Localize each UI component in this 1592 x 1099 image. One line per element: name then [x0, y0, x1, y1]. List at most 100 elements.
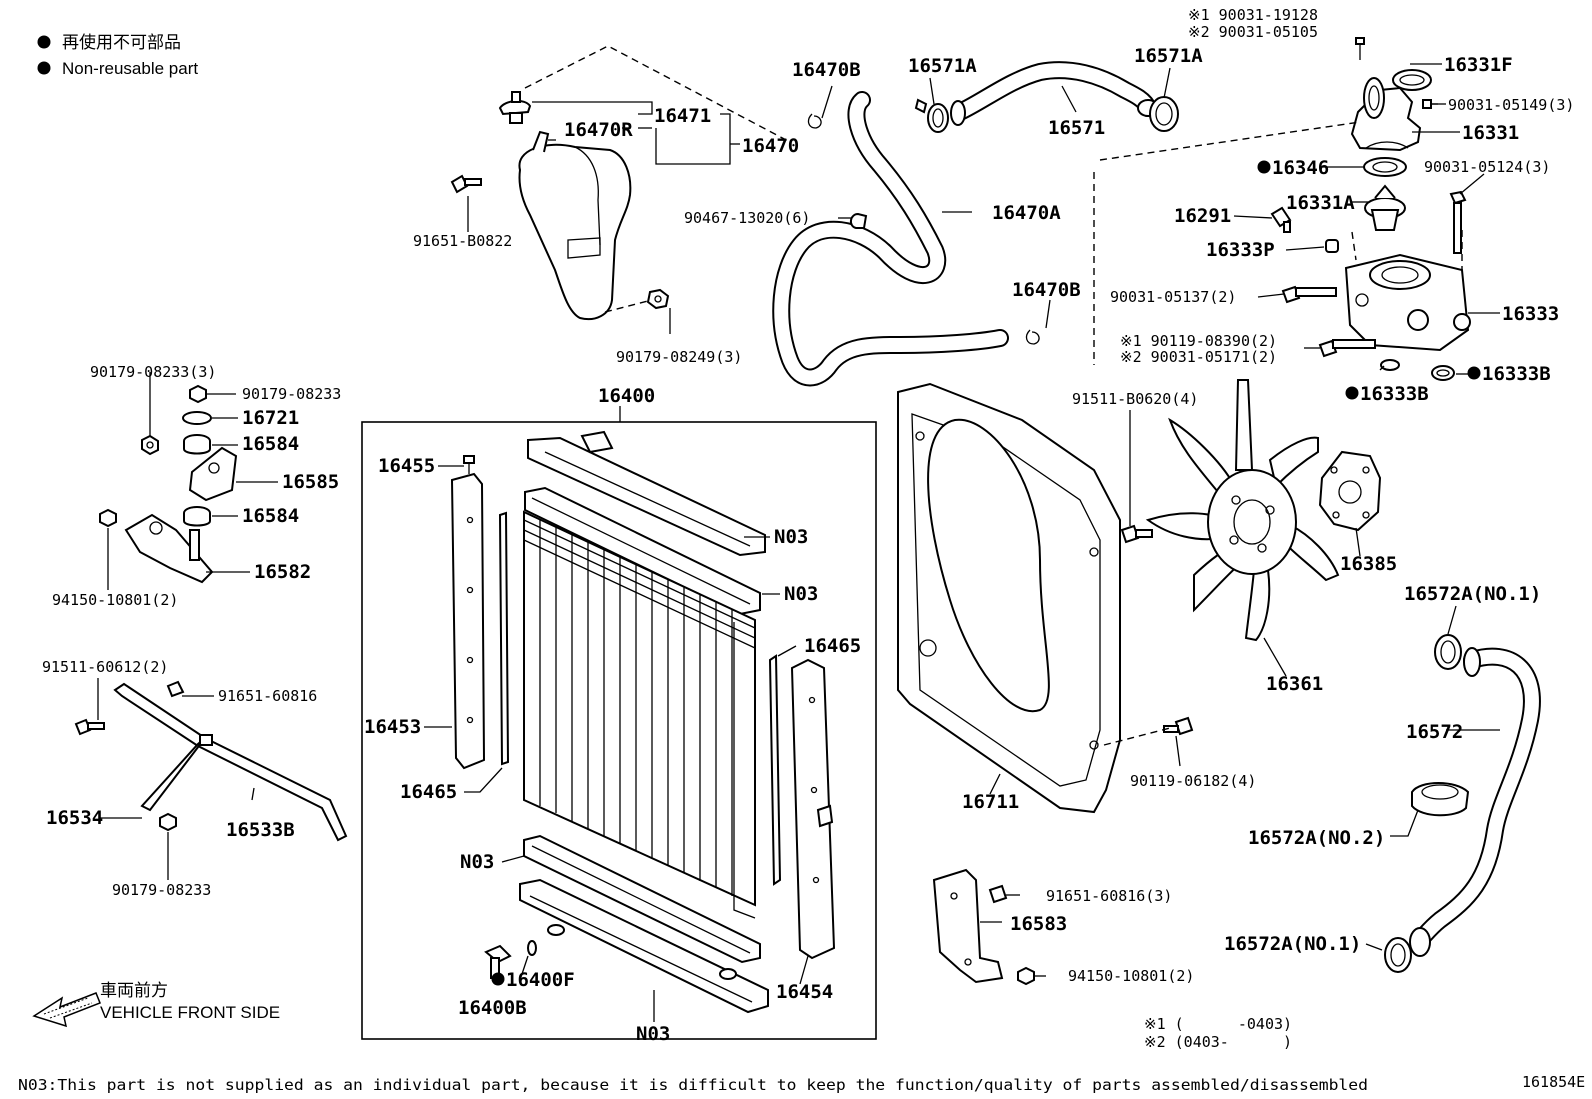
nut-94150-10801: [99, 508, 117, 528]
bolt-91511-B0620: [1120, 524, 1153, 544]
side-plate-16453: [450, 472, 486, 770]
clamp-16572A-no1-top: [1434, 634, 1462, 670]
bolt-90119-08390: [1318, 339, 1376, 358]
label-16331F: 16331F: [1444, 54, 1513, 76]
nut-90179-08233-b: [159, 812, 177, 832]
seal-16465-left: [498, 511, 510, 766]
legend-jp: 再使用不可部品: [62, 32, 181, 52]
label-16571: 16571: [1048, 117, 1105, 139]
label-90119-06182: 90119-06182(4): [1130, 772, 1256, 790]
clamp-16571A-right: [1149, 96, 1179, 132]
label-16333B-b: 16333B: [1482, 363, 1551, 385]
bolt-91511-60612: [74, 718, 105, 736]
legend-en: Non-reusable part: [62, 59, 198, 78]
label-16331A: 16331A: [1286, 192, 1355, 214]
label-16333B-a: 16333B: [1360, 383, 1429, 405]
radiator-assembly-box: [361, 421, 877, 1040]
gasket-16346: [1363, 157, 1407, 177]
label-16470R: 16470R: [564, 119, 633, 141]
label-16465-left: 16465: [400, 781, 457, 803]
bolt-90031-19128: [1355, 37, 1365, 60]
oring-16333B-right: [1431, 365, 1455, 381]
label-16453: 16453: [364, 716, 421, 738]
label-91511-B0620: 91511-B0620(4): [1072, 390, 1198, 408]
drain-cock-16400B: [484, 944, 512, 979]
label-91651-B0822: 91651-B0822: [413, 232, 512, 250]
oring-16333B-left: [1380, 359, 1400, 371]
front-side-en: VEHICLE FRONT SIDE: [100, 1003, 280, 1022]
label-16400: 16400: [598, 385, 655, 407]
bolt-90031-05137: [1281, 285, 1337, 304]
fan-shroud-16711: [897, 382, 1121, 814]
label-90031-05105: ※2 90031-05105: [1188, 23, 1318, 41]
clamp-16572A-no2: [1411, 782, 1470, 817]
water-inlet-housing-16333: [1344, 253, 1471, 352]
bolt-91651-B0822: [450, 174, 482, 194]
oring-16400F: [527, 940, 537, 956]
label-90179-08233-a: 90179-08233: [242, 385, 341, 403]
label-91651-60816: 91651-60816: [218, 687, 317, 705]
clamp-16470B-mid: [1025, 329, 1040, 345]
label-16455: 16455: [378, 455, 435, 477]
label-16385: 16385: [1340, 553, 1397, 575]
label-16471: 16471: [654, 105, 711, 127]
label-16470: 16470: [742, 135, 799, 157]
label-16534: 16534: [46, 807, 103, 829]
label-90031-05149: 90031-05149(3): [1448, 96, 1574, 114]
label-90031-05137: 90031-05137(2): [1110, 288, 1236, 306]
non-reusable-dot: [1467, 366, 1481, 380]
cushion-16721: [182, 411, 212, 425]
validity-line-2: ※2 (0403- ): [1144, 1033, 1292, 1051]
validity-line-1: ※1 ( -0403): [1144, 1015, 1292, 1033]
legend-non-reusable: 再使用不可部品 Non-reusable part: [37, 32, 198, 78]
non-reusable-dot: [1257, 160, 1271, 174]
label-16454: 16454: [776, 981, 833, 1003]
seal-16465-right: [768, 654, 782, 886]
bracket-16582: [124, 513, 214, 584]
bolt-90031-05124: [1449, 190, 1467, 254]
label-16400F: 16400F: [506, 969, 575, 991]
hose-16572: [1409, 647, 1541, 957]
label-n03-4: N03: [636, 1023, 670, 1045]
label-n03-1: N03: [774, 526, 808, 548]
plug-16333P: [1325, 239, 1339, 253]
pulley-16385: [1318, 450, 1382, 532]
bracket-16585: [188, 446, 238, 502]
label-90179-08233-b: 90179-08233: [112, 881, 211, 899]
stay-16533B: [113, 682, 348, 842]
label-94150-10801-2: 94150-10801(2): [1068, 967, 1194, 985]
label-91511-60612: 91511-60612(2): [42, 658, 168, 676]
bolt-90119-06182: [1163, 716, 1194, 736]
label-90179-08233-3: 90179-08233(3): [90, 363, 216, 381]
hose-16571: [950, 61, 1159, 126]
footer-note: N03:This part is not supplied as an indi…: [18, 1076, 1368, 1094]
water-outlet-16331: [1350, 69, 1432, 152]
label-16400B: 16400B: [458, 997, 527, 1019]
label-16533B: 16533B: [226, 819, 295, 841]
clamp-16571A-left: [914, 98, 949, 133]
label-16470B-mid: 16470B: [1012, 279, 1081, 301]
label-91651-60816-3: 91651-60816(3): [1046, 887, 1172, 905]
label-n03-3: N03: [460, 851, 494, 873]
thermostat-16331A: [1364, 184, 1406, 231]
label-16721: 16721: [242, 407, 299, 429]
radiator-upper-tank: [527, 430, 766, 557]
label-16470A: 16470A: [992, 202, 1061, 224]
label-16470B-top: 16470B: [792, 59, 861, 81]
non-reusable-dot: [1345, 386, 1359, 400]
gasket-upper-n03: [524, 486, 761, 616]
clamp-16572A-no1-bottom: [1384, 937, 1412, 973]
nut-90179-08233-a: [189, 384, 207, 404]
label-16572: 16572: [1406, 721, 1463, 743]
bolt-91651-60816-3: [988, 884, 1008, 904]
non-reusable-dot: [491, 972, 505, 986]
radiator-core: [523, 510, 756, 919]
bracket-16583: [932, 868, 1004, 984]
label-16572A-no1-bottom: 16572A(NO.1): [1224, 933, 1361, 955]
label-90467-13020: 90467-13020(6): [684, 209, 810, 227]
label-n03-2: N03: [784, 583, 818, 605]
label-90031-05124: 90031-05124(3): [1424, 158, 1550, 176]
diagram-id: 161854E: [1522, 1073, 1585, 1091]
label-90119-08390: ※1 90119-08390(2): [1120, 332, 1277, 350]
label-16333: 16333: [1502, 303, 1559, 325]
